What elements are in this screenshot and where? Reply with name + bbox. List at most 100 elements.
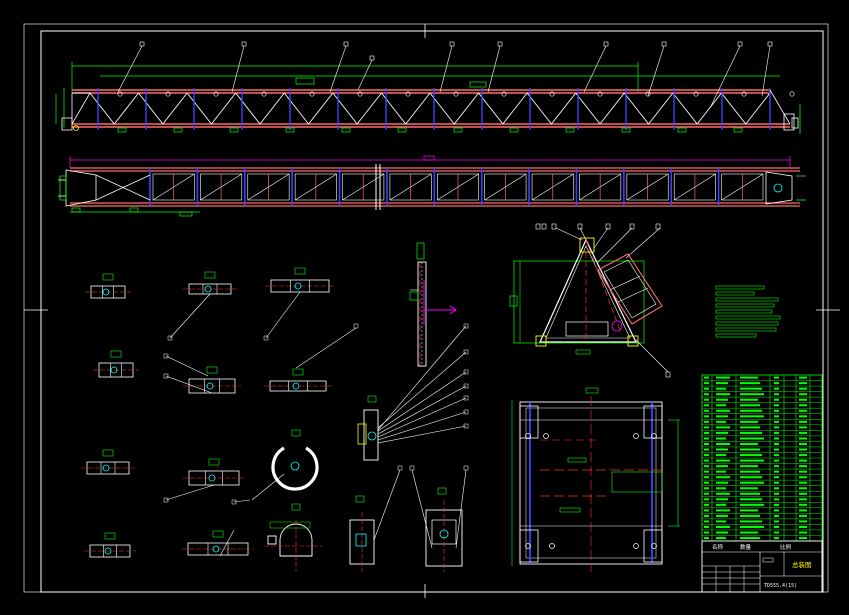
bom-cell-name: [740, 487, 758, 490]
node-plate: [165, 91, 171, 97]
detail-leader: [165, 355, 209, 377]
web-diagonal: [308, 92, 334, 125]
note-line: [715, 291, 755, 296]
title-label-quantity: 数量: [740, 543, 752, 551]
bom-cell-code: [716, 454, 726, 457]
bom-cell-no: [704, 387, 709, 390]
bom-cell-no: [704, 514, 709, 517]
detail-hole: [204, 285, 212, 293]
detail-hole: [102, 288, 110, 296]
bom-cell-name: [740, 426, 760, 429]
bom-cell-qty: [774, 465, 779, 468]
bom-cell-code: [716, 387, 726, 390]
title-sheet-name: 总装图: [792, 560, 812, 569]
bom-cell-code: [716, 531, 728, 534]
truss-bottom-dim-tags: [117, 127, 743, 133]
bom-cell-material: [799, 492, 807, 495]
web-diagonal: [235, 92, 261, 125]
bom-cell-qty: [774, 426, 779, 429]
bom-cell-name: [740, 459, 764, 462]
bom-cell-material: [799, 526, 807, 528]
leader-line: [439, 45, 453, 93]
node-plate: [357, 91, 363, 97]
detail-leader: [169, 293, 211, 339]
web-diagonal: [672, 92, 698, 125]
bom-cell-name: [740, 537, 760, 540]
clevis-balloon: [463, 409, 469, 415]
dim-tag: [341, 127, 351, 133]
bom-cell-qty: [774, 498, 779, 501]
web-diagonal: [551, 92, 577, 125]
bom-cell-no: [704, 509, 709, 512]
dim-tag: [117, 127, 127, 133]
bom-cell-no: [704, 426, 709, 429]
bom-cell-qty: [774, 520, 779, 523]
bom-cell-code: [716, 376, 730, 379]
leader-line: [761, 45, 771, 97]
bom-cell-qty: [774, 514, 779, 517]
bom-cell-qty: [774, 443, 779, 445]
detail-leader: [233, 499, 251, 503]
bom-cell-code: [716, 537, 726, 540]
balloon-marker: [139, 41, 145, 47]
bom-cell-no: [704, 487, 709, 490]
bom-cell-material: [799, 459, 807, 462]
truss-left-end: [61, 92, 91, 131]
ring-clamp: [271, 446, 319, 491]
clevis-leader: [377, 325, 467, 431]
bom-cell-no: [704, 481, 709, 484]
bom-cell-qty: [774, 387, 779, 390]
bom-cell-code: [716, 409, 730, 412]
bom-cell-name: [740, 448, 760, 451]
bom-cell-qty: [774, 415, 779, 418]
bom-cell-qty: [774, 470, 779, 473]
bom-cell-qty: [774, 454, 779, 457]
balloon-marker: [737, 41, 743, 47]
bom-cell-name: [740, 443, 758, 445]
bom-cell-no: [704, 448, 709, 451]
flange-disc: [279, 523, 313, 557]
fork-leader: [411, 469, 433, 549]
bom-cell-qty: [774, 376, 779, 379]
support-frame-plan: [511, 387, 680, 572]
dim-tag: [397, 127, 407, 133]
bom-cell-material: [799, 465, 807, 468]
bom-cell-name: [740, 503, 764, 506]
bom-cell-material: [799, 409, 807, 412]
bom-cell-no: [704, 520, 709, 523]
bom-cell-name: [740, 476, 762, 479]
detail-label-tag: [104, 532, 116, 540]
web-diagonal: [575, 92, 601, 125]
clevis-plate: [357, 423, 367, 445]
bom-cell-name: [740, 470, 760, 473]
web-diagonal: [138, 92, 164, 125]
bom-cell-qty: [774, 431, 779, 434]
detail-hole: [212, 545, 220, 553]
bom-cell-qty: [774, 437, 779, 440]
ring-clamp-tag: [291, 429, 301, 437]
bom-cell-no: [704, 382, 709, 385]
detail-label-tag: [102, 273, 114, 281]
detail-label-tag: [292, 368, 304, 376]
bom-cell-code: [716, 476, 730, 479]
truss-right-end: [769, 89, 801, 134]
ring-clamp-bolt: [290, 461, 300, 471]
bom-cell-no: [704, 537, 709, 540]
web-diagonal: [623, 92, 649, 125]
detail-balloon: [163, 373, 169, 379]
bom-cell-name: [740, 509, 758, 512]
detail-hole: [206, 382, 214, 390]
bom-cell-no: [704, 437, 709, 440]
web-diagonal: [599, 92, 625, 125]
bom-cell-no: [704, 420, 709, 423]
bom-cell-code: [716, 437, 726, 440]
truss-chords: [72, 89, 790, 128]
lower-clevis-pin: [355, 533, 367, 547]
balloon-marker: [767, 41, 773, 47]
detail-outline: [188, 283, 232, 295]
detail-hole: [292, 382, 300, 390]
dim-tag: [285, 127, 295, 133]
detail-leader: [219, 529, 235, 557]
bom-cell-code: [716, 498, 728, 501]
bom-cell-qty: [774, 537, 779, 540]
